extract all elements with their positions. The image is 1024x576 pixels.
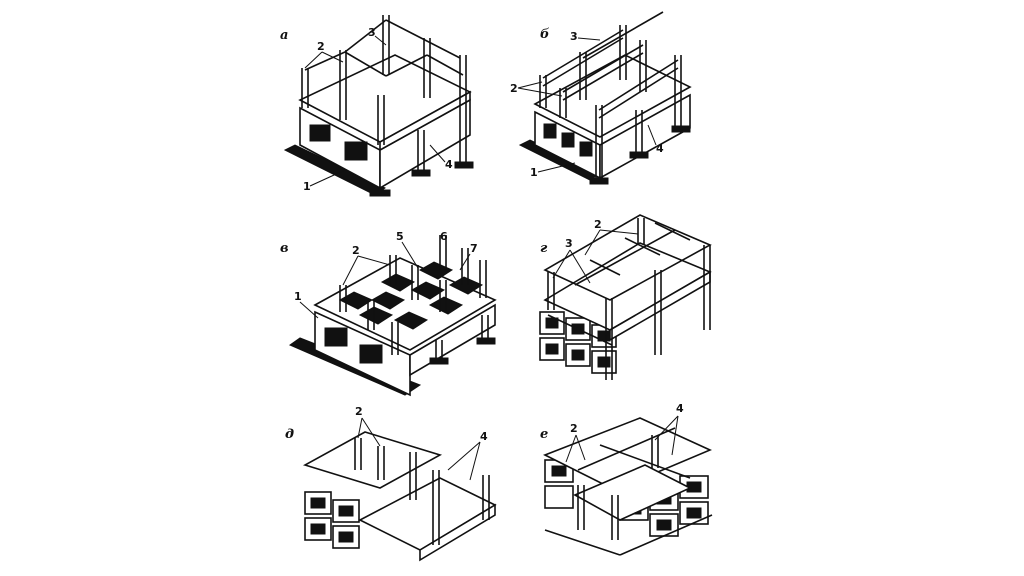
panel-g: г 3 2 bbox=[539, 214, 712, 380]
columns bbox=[547, 218, 711, 380]
leader-line bbox=[459, 253, 471, 271]
leader-line bbox=[401, 241, 419, 269]
leader-line bbox=[342, 255, 359, 286]
panel-g-letter: г bbox=[540, 241, 548, 256]
crossbars bbox=[544, 427, 713, 556]
crossbars bbox=[304, 19, 464, 77]
leader-line bbox=[575, 434, 586, 461]
panel-v-letter: в bbox=[280, 241, 289, 256]
panel-b: б 1 2 3 4 bbox=[510, 11, 692, 185]
slab-edge bbox=[419, 503, 496, 562]
leader-line bbox=[552, 249, 571, 279]
floor-slab bbox=[313, 257, 497, 351]
window bbox=[309, 124, 331, 142]
footing bbox=[589, 177, 609, 185]
callout-3: 3 bbox=[368, 26, 376, 39]
roof-slab bbox=[543, 417, 712, 491]
callout-2: 2 bbox=[317, 40, 325, 53]
ground-shadow bbox=[283, 144, 386, 196]
footing bbox=[629, 151, 649, 159]
panel-b-letter: б bbox=[540, 27, 550, 42]
leader-line bbox=[361, 417, 381, 447]
leader-line bbox=[647, 124, 657, 146]
leader-line bbox=[321, 51, 344, 63]
leader-line bbox=[357, 255, 391, 266]
footing bbox=[671, 125, 691, 133]
panel-a: а 1 2 bbox=[280, 15, 474, 197]
leader-line bbox=[374, 35, 387, 46]
callout-2: 2 bbox=[510, 82, 518, 95]
panel-e-letter: е bbox=[540, 427, 548, 442]
leader-line bbox=[584, 229, 601, 256]
crossbars bbox=[542, 11, 679, 119]
callout-4: 4 bbox=[676, 402, 684, 415]
leader-line bbox=[447, 441, 481, 471]
callout-7: 7 bbox=[470, 242, 478, 255]
callout-2: 2 bbox=[594, 218, 602, 231]
leader-line bbox=[309, 169, 346, 187]
leader-line bbox=[599, 229, 639, 235]
window bbox=[344, 141, 368, 161]
leader-line bbox=[577, 37, 601, 41]
callout-5: 5 bbox=[396, 230, 404, 243]
window bbox=[579, 141, 593, 157]
footing bbox=[476, 337, 496, 345]
panel-d: д 2 4 bbox=[285, 405, 497, 562]
volumetric-block-top bbox=[302, 431, 443, 489]
columns bbox=[539, 25, 682, 180]
panel-d-letter: д bbox=[285, 427, 294, 442]
footing bbox=[429, 357, 449, 365]
callout-2: 2 bbox=[570, 422, 578, 435]
window bbox=[543, 123, 557, 139]
crossbars bbox=[547, 222, 691, 346]
leader-line bbox=[304, 51, 323, 69]
leader-line bbox=[671, 415, 679, 456]
slab-edge bbox=[379, 90, 471, 152]
floor-slab bbox=[533, 54, 692, 138]
leader-line bbox=[537, 162, 576, 173]
columns bbox=[577, 435, 659, 540]
footing bbox=[369, 189, 391, 197]
leader-line bbox=[299, 301, 319, 319]
panel-v: в bbox=[280, 230, 497, 397]
floor-slab bbox=[358, 477, 497, 551]
callout-4: 4 bbox=[445, 158, 453, 171]
callout-2: 2 bbox=[352, 244, 360, 257]
callout-6: 6 bbox=[440, 230, 448, 243]
leader-line bbox=[569, 249, 591, 284]
leader-line bbox=[429, 144, 446, 163]
leader-line bbox=[517, 81, 543, 89]
callout-1: 1 bbox=[303, 180, 311, 193]
columns bbox=[339, 235, 489, 360]
window bbox=[359, 344, 383, 364]
window bbox=[561, 132, 575, 148]
footing bbox=[454, 161, 474, 169]
callout-3: 3 bbox=[570, 30, 578, 43]
callout-4: 4 bbox=[480, 430, 488, 443]
floor-slab bbox=[573, 464, 692, 521]
callout-2: 2 bbox=[355, 405, 363, 418]
callout-4: 4 bbox=[656, 142, 664, 155]
callout-3: 3 bbox=[565, 237, 573, 250]
footing bbox=[411, 169, 431, 177]
capital-slabs bbox=[338, 261, 484, 330]
leader-line bbox=[565, 434, 577, 463]
volumetric-blocks bbox=[304, 491, 360, 549]
callout-1: 1 bbox=[530, 166, 538, 179]
callout-1: 1 bbox=[294, 290, 302, 303]
columns bbox=[301, 15, 467, 170]
leader-line bbox=[654, 415, 679, 441]
panel-e: е 2 4 bbox=[540, 402, 713, 556]
columns bbox=[354, 438, 490, 545]
window bbox=[324, 327, 348, 347]
leader-line bbox=[469, 441, 481, 481]
panel-a-letter: а bbox=[280, 28, 288, 43]
leader-line bbox=[517, 87, 563, 97]
leader-line bbox=[357, 417, 363, 439]
